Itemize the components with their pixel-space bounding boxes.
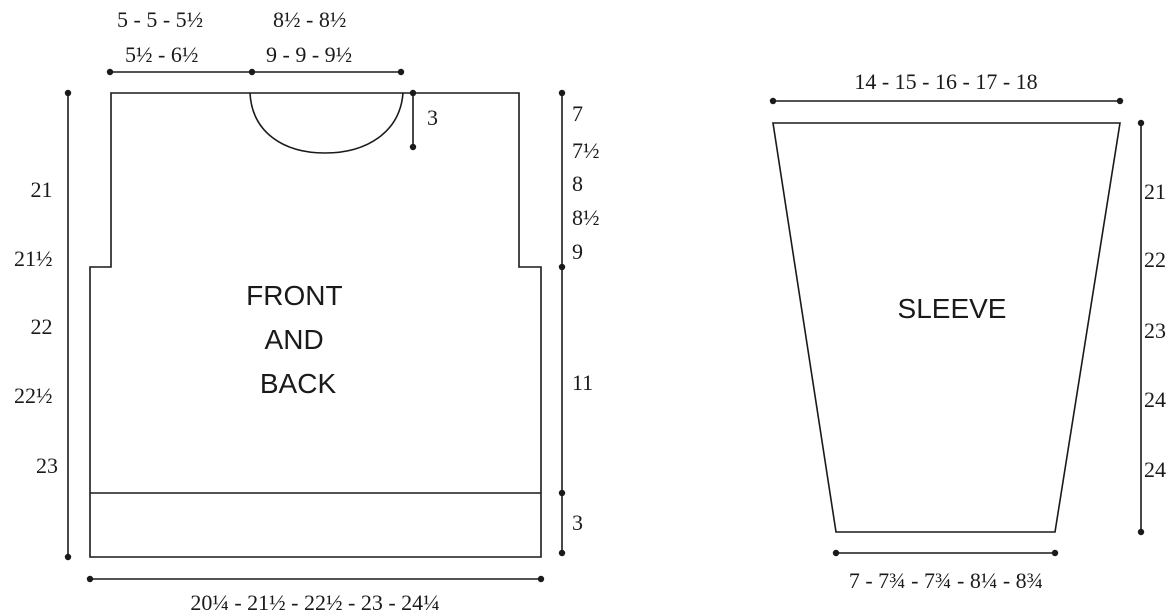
front-back-label: FRONT AND BACK <box>246 280 350 399</box>
ribbing-height-label: 3 <box>572 510 583 535</box>
sleeve-cuff-width-label: 7 - 7¾ - 7¾ - 8¼ - 8¾ <box>849 568 1043 593</box>
armhole-depth-dimension <box>558 89 566 271</box>
neck-depth-dimension <box>409 89 417 151</box>
ribbing-height-dimension <box>558 493 566 557</box>
sleeve-outline <box>772 122 1121 533</box>
body-length-dimension <box>64 89 72 561</box>
neck-depth-label: 3 <box>427 105 438 130</box>
shoulder-width-label: 5 - 5 - 5½ <box>117 7 203 32</box>
neckline-curve <box>249 92 404 154</box>
armhole-depth-labels: 7 7½ 8 8½ 9 <box>572 101 605 264</box>
bottom-width-dimension <box>86 575 545 583</box>
side-length-label: 11 <box>572 370 593 395</box>
front-back-piece <box>89 92 542 558</box>
bottom-width-label: 20¼ - 21½ - 22½ - 23 - 24¼ <box>190 590 439 614</box>
top-dimension-line <box>106 68 405 76</box>
body-length-labels: 21 21½ 22 22½ 23 <box>14 177 58 478</box>
sleeve-length-labels: 21 22 23 24 24 <box>1144 179 1172 482</box>
front-back-outline <box>89 92 542 558</box>
shoulder-width-label-2: 5½ - 6½ <box>125 42 198 67</box>
side-length-dimension <box>558 267 566 497</box>
sleeve-top-width-dimension <box>769 97 1124 105</box>
sleeve-top-width-label: 14 - 15 - 16 - 17 - 18 <box>854 69 1037 94</box>
sleeve-label: SLEEVE <box>898 293 1007 324</box>
sleeve-length-dimension <box>1137 119 1145 536</box>
neck-width-label: 8½ - 8½ <box>273 7 346 32</box>
sleeve-cuff-width-dimension <box>832 549 1059 557</box>
neck-width-label-2: 9 - 9 - 9½ <box>266 42 352 67</box>
